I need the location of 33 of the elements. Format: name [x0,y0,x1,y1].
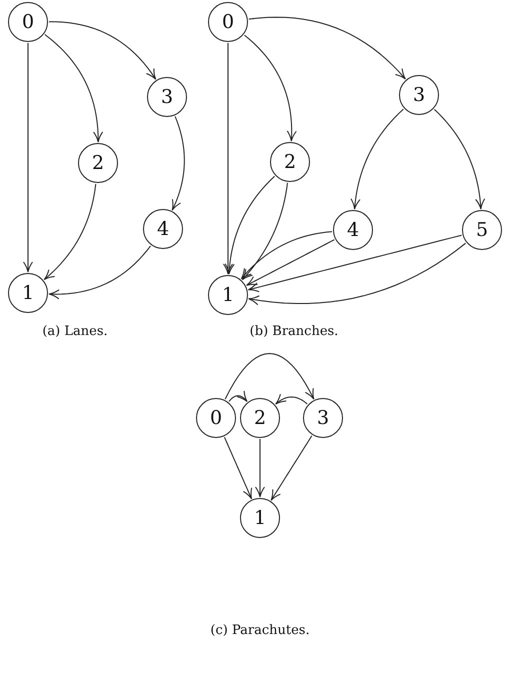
node-label: 2 [284,152,296,172]
node-label: 0 [222,12,234,32]
caption: (b) Branches. [250,324,338,339]
node-label: 0 [22,12,34,32]
node-circle [462,210,502,250]
node-circle [196,398,236,438]
node-circle [240,398,280,438]
node-label: 0 [210,408,222,428]
node-circle [240,498,280,538]
node-circle [8,273,48,313]
node-label: 1 [254,508,266,528]
node-circle [333,210,373,250]
node-label: 3 [316,408,330,428]
node-circle [270,142,310,182]
node-circle [208,275,248,315]
node-label: 1 [222,286,234,304]
node-circle [399,75,439,115]
caption: (c) Parachutes. [210,623,310,638]
node-label: 3 [412,86,426,104]
node-circle [8,2,48,42]
node-circle [143,209,183,249]
node-circle [147,77,187,117]
node-label: 4 [346,220,360,240]
node-circle [78,143,118,183]
node-circle [208,2,248,42]
node-label: 2 [254,408,266,428]
node-circle [303,398,343,438]
node-label: 3 [160,88,174,106]
node-label: 2 [92,154,104,172]
node-label: 1 [22,284,34,302]
node-label: 4 [156,220,170,238]
node-label: 5 [476,220,488,240]
caption: (a) Lanes. [42,324,108,339]
